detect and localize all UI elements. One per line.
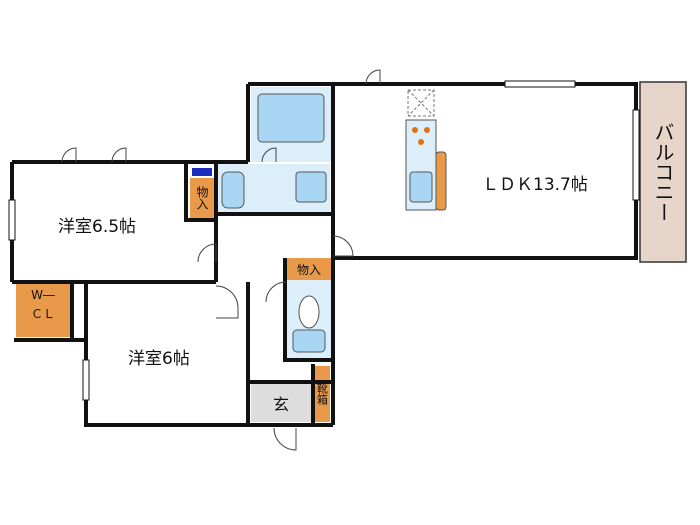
stove-burner <box>412 127 418 133</box>
fridge-space-cross <box>407 89 435 117</box>
ldk-label: ＬＤＫ13.7帖 <box>482 175 588 195</box>
toilet-bowl <box>298 295 320 329</box>
entrance-label: 玄 <box>273 395 289 414</box>
wcl-area <box>16 283 70 337</box>
western-room-2-label: 洋室6帖 <box>128 349 190 369</box>
washer-pan <box>295 171 327 203</box>
western-room-1-label: 洋室6.5帖 <box>58 217 136 237</box>
closet-2-area <box>287 258 331 280</box>
windows <box>8 80 640 401</box>
toilet-tank <box>292 329 326 353</box>
entrance-area <box>251 384 313 422</box>
stove-burner <box>418 139 424 145</box>
balcony-area <box>639 81 687 263</box>
fridge-space <box>407 89 435 117</box>
fridge-space-cross <box>407 89 435 117</box>
kitchen-side-panel <box>435 151 447 211</box>
kitchen-sink <box>409 171 433 203</box>
closet-1-area <box>190 178 214 218</box>
closet-1-label: 物入 <box>195 186 209 210</box>
shoe-box-label: 靴箱 <box>316 382 329 406</box>
closet-1-blue-mark <box>192 168 212 176</box>
stove-burner <box>424 127 430 133</box>
walls <box>10 82 638 427</box>
door-swings <box>61 69 381 451</box>
wash-basin <box>221 171 245 209</box>
wcl-label-line1: W― <box>31 288 55 302</box>
balcony-label: バルコニー <box>651 122 675 222</box>
bathtub <box>257 93 325 143</box>
wcl-label-line2: ＣＬ <box>31 307 55 321</box>
closet-2-label: 物入 <box>297 263 321 277</box>
